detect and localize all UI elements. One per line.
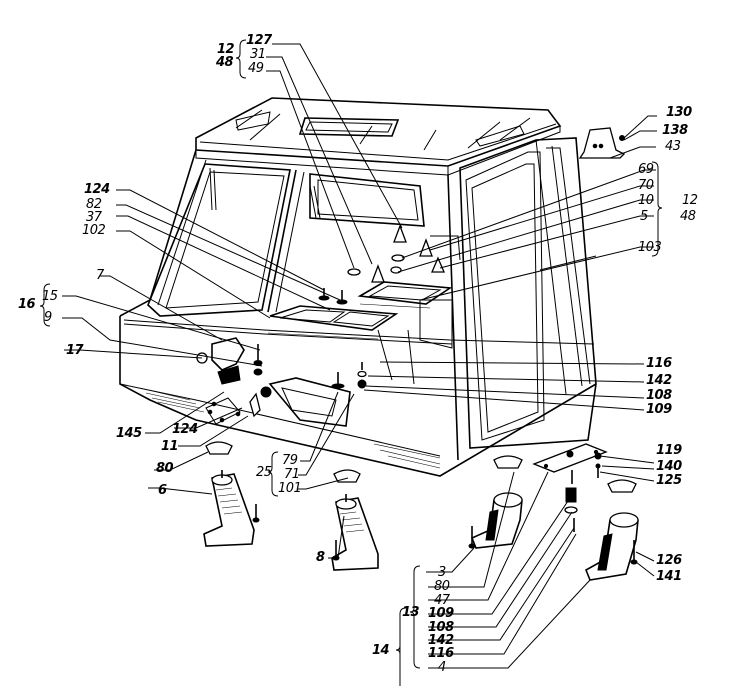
- callout-142-bottom: 142: [428, 633, 454, 648]
- callout-71: 71: [284, 467, 300, 482]
- callout-47: 47: [434, 593, 450, 608]
- cab-roof: [195, 97, 562, 176]
- callout-109-right: 109: [646, 402, 672, 417]
- callout-9: 9: [44, 310, 52, 325]
- callout-37: 37: [86, 210, 102, 225]
- callout-125: 125: [656, 473, 682, 488]
- callout-116-bottom: 116: [428, 646, 454, 661]
- callout-6: 6: [158, 483, 167, 498]
- callout-141: 141: [656, 569, 682, 584]
- callout-109-bottom: 109: [428, 606, 454, 621]
- callout-79: 79: [282, 453, 298, 468]
- control-assembly: [196, 337, 367, 427]
- callout-4: 4: [438, 660, 446, 675]
- callout-102: 102: [82, 223, 106, 238]
- callout-3: 3: [438, 565, 446, 580]
- callout-119: 119: [656, 443, 682, 458]
- callout-126: 126: [656, 553, 682, 568]
- callout-80-right: 80: [434, 579, 450, 594]
- group-25: 25: [256, 465, 272, 480]
- callout-8: 8: [316, 550, 325, 565]
- group-16: 16: [18, 297, 36, 312]
- callout-124-bottom: 124: [172, 422, 198, 437]
- callout-124-top: 124: [84, 182, 110, 197]
- callout-15: 15: [42, 289, 58, 304]
- group-12: 12: [217, 42, 235, 57]
- callout-130: 130: [666, 105, 692, 120]
- callout-108-bottom: 108: [428, 620, 454, 635]
- callout-116-right: 116: [646, 356, 672, 371]
- callout-7: 7: [96, 268, 104, 283]
- callout-142-right: 142: [646, 373, 672, 388]
- callout-10: 10: [638, 193, 654, 208]
- callout-11: 11: [161, 439, 179, 454]
- callout-140: 140: [656, 459, 682, 474]
- group-13: 13: [402, 605, 420, 620]
- group-12-right: 12: [682, 193, 698, 208]
- floor-plates: [263, 224, 453, 340]
- callout-17: 17: [66, 343, 84, 358]
- leader-lines: [62, 43, 657, 686]
- callout-69: 69: [638, 162, 654, 177]
- group-braces: [39, 39, 663, 669]
- callout-82: 82: [86, 197, 102, 212]
- callout-70: 70: [638, 178, 654, 193]
- callout-5: 5: [640, 209, 648, 224]
- group-14: 14: [372, 643, 390, 658]
- callout-49: 49: [248, 61, 264, 76]
- callout-127: 127: [246, 33, 272, 48]
- callout-103: 103: [638, 240, 662, 255]
- callout-31: 31: [250, 47, 266, 62]
- group-48-right: 48: [680, 209, 696, 224]
- callout-138: 138: [662, 123, 688, 138]
- callout-80-left: 80: [156, 461, 174, 476]
- callout-145: 145: [116, 426, 142, 441]
- callout-108-right: 108: [646, 388, 672, 403]
- cab-supports: [203, 127, 639, 581]
- callout-43: 43: [665, 139, 681, 154]
- callout-101: 101: [278, 481, 302, 496]
- group-48: 48: [216, 55, 234, 70]
